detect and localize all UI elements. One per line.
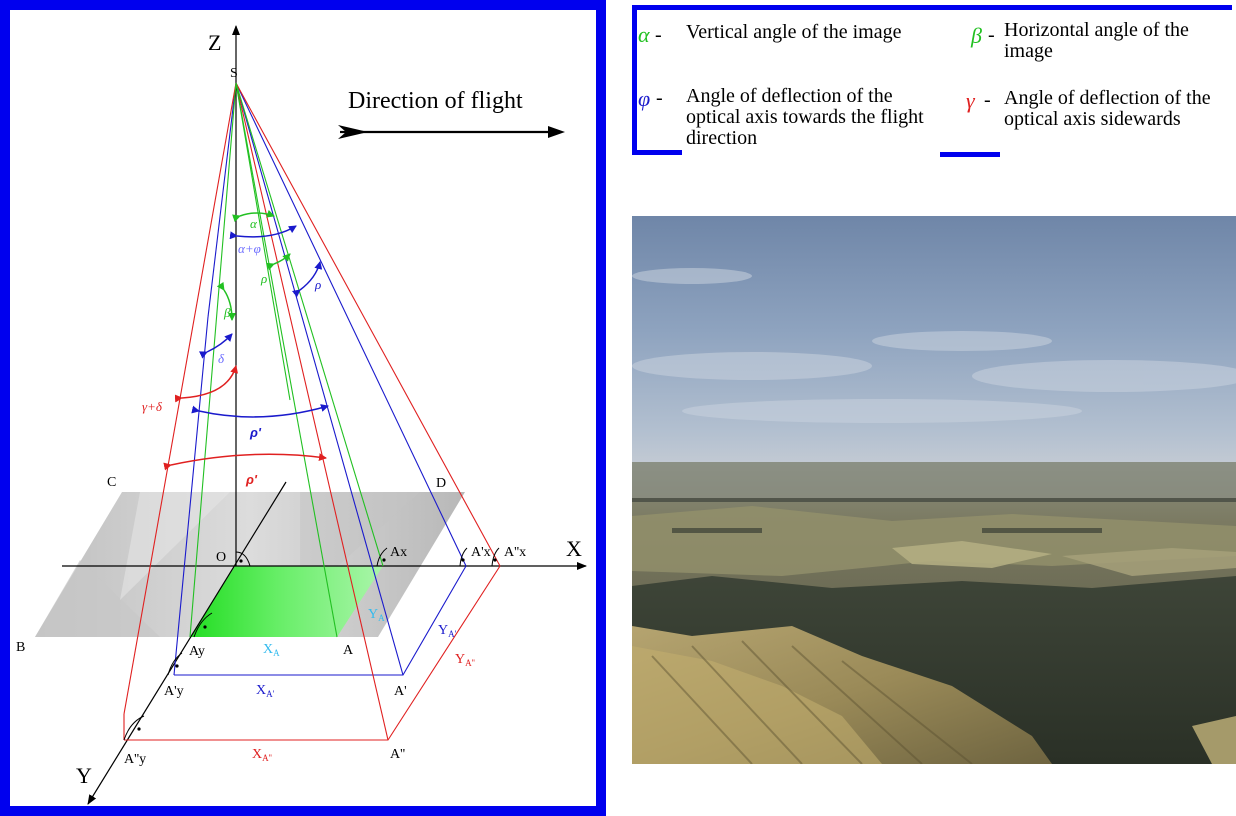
angle-gamma-delta-label: γ+δ [142,399,163,414]
segment-ya-label: YA [368,607,385,623]
legend-item-gamma: γ - Angle of deflection of the optical a… [966,88,1234,160]
phi-description: Angle of deflection of the optical axis … [686,85,924,149]
alpha-symbol: α [638,22,650,47]
angle-beta-label: β [223,305,231,320]
point-a2-label: A'' [390,747,405,762]
point-a1-label: A' [394,684,407,699]
flight-direction-label: Direction of flight [348,88,523,114]
point-a1y-label: A'y [164,684,184,699]
point-d-label: D [436,476,446,491]
gamma-underline [940,152,1000,157]
beta-dash: - [988,24,995,46]
legend-item-beta: β - Horizontal angle of the image [971,20,1233,70]
angle-rho-prime-blue-label: ρ' [249,425,262,440]
z-axis-label: Z [208,30,221,55]
legend-item-alpha: α - Vertical angle of the image [638,22,928,72]
point-ax-label: Ax [390,545,407,560]
point-b-label: B [16,640,25,655]
angle-alpha-phi-label: α+φ [238,241,261,256]
image-footprint-plane [190,566,383,637]
segment-ya1-label: YA' [438,623,457,639]
point-a2y-label: A''y [124,752,146,767]
phi-dash: - [656,87,663,109]
point-s-label: S [230,66,238,81]
angle-rho-blue-label: ρ [314,277,321,292]
beta-symbol: β [971,23,982,48]
point-ay-label: Ay [189,644,205,659]
angle-delta-label: δ [218,351,225,366]
aerial-landscape-photo [632,216,1236,764]
legend-item-phi: φ - Angle of deflection of the optical a… [638,86,938,156]
segment-xa1-label: XA' [256,683,275,699]
gamma-dash: - [984,89,991,111]
phi-underline [632,150,682,155]
y-axis-label: Y [76,763,92,788]
segment-xa2-label: XA'' [252,747,272,763]
angle-rho-prime-red-label: ρ' [245,472,258,487]
phi-symbol: φ [638,86,651,111]
y-axis [87,481,287,805]
point-c-label: C [107,475,116,490]
segment-xa-label: XA [263,642,280,658]
beta-description: Horizontal angle of the image [1004,19,1189,62]
point-a2x-label: A''x [504,545,526,560]
diagram-frame [0,0,606,816]
angle-alpha-label: α [250,216,258,231]
alpha-description: Vertical angle of the image [686,21,902,43]
segment-ya2-label: YA'' [455,652,475,668]
point-o-label: O [216,550,226,565]
camera-geometry-diagram: Z X Y S Direction of flight C D B O Ax A… [0,0,606,816]
gamma-description: Angle of deflection of the optical axis … [1004,87,1211,130]
angle-rho-green-label: ρ [260,271,267,286]
phi-left-bar [632,5,637,155]
gamma-symbol: γ [966,88,975,113]
x-axis-label: X [566,536,582,561]
legend-top-bar [632,5,1232,10]
alpha-dash: - [655,24,662,46]
flight-direction-arrow [338,125,565,139]
point-a1x-label: A'x [471,545,491,560]
point-a-label: A [343,643,354,658]
